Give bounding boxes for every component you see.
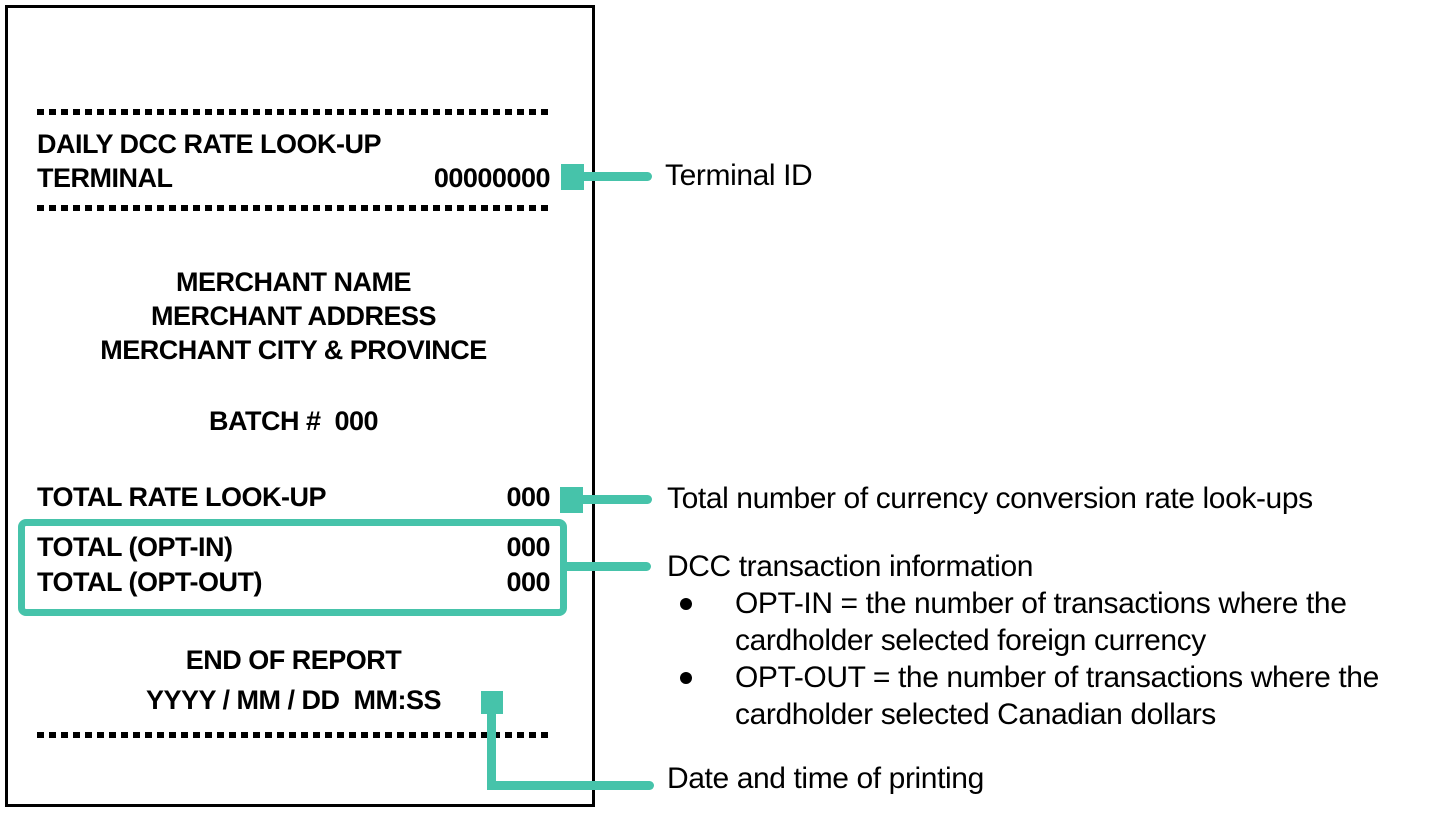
merchant-city-province: MERCHANT CITY & PROVINCE [100,335,487,365]
datetime-line: YYYY / MM / DD MM:SS [145,685,442,715]
terminal-row: TERMINAL 00000000 [37,163,551,193]
terminal-label: TERMINAL [37,163,173,193]
total-opt-in-row: TOTAL (OPT-IN) 000 [37,532,550,562]
merchant-name: MERCHANT NAME [176,267,411,297]
terminal-callout-line [582,172,652,181]
total-opt-out-row: TOTAL (OPT-OUT) 000 [37,567,550,597]
total-rate-lookup-value: 000 [506,482,550,512]
dcc-totals-highlight-box [18,519,567,616]
end-of-report-line: END OF REPORT [185,645,402,675]
dcc-box-callout-line [565,562,651,571]
opt-out-definition-line2: cardholder selected Canadian dollars [735,698,1216,731]
datetime-callout-line-horizontal [487,781,654,790]
datetime-callout-marker [481,691,503,714]
total-rate-lookup-label: TOTAL RATE LOOK-UP [37,482,327,512]
opt-in-definition-line1: OPT-IN = the number of transactions wher… [735,587,1347,620]
dcc-annotation-heading: DCC transaction information [667,550,1034,583]
rate-lookups-annotation: Total number of currency conversion rate… [667,482,1313,515]
batch-number-line: BATCH # 000 [208,406,379,436]
dashed-separator [37,205,550,211]
total-opt-out-label: TOTAL (OPT-OUT) [37,567,262,597]
opt-in-definition-line2: cardholder selected foreign currency [735,624,1206,657]
total-opt-out-value: 000 [506,567,550,597]
dcc-transaction-annotation: DCC transaction information OPT-IN = the… [667,549,1379,733]
terminal-id-annotation: Terminal ID [665,159,813,192]
terminal-callout-marker [561,164,584,190]
dcc-bullet-opt-in: OPT-IN = the number of transactions wher… [667,585,1379,659]
merchant-address: MERCHANT ADDRESS [150,301,437,331]
dashed-separator [37,109,550,115]
dcc-bullet-opt-out: OPT-OUT = the number of transactions whe… [667,659,1379,733]
terminal-id-value: 00000000 [433,163,551,193]
opt-out-definition-line1: OPT-OUT = the number of transactions whe… [735,661,1379,694]
total-opt-in-label: TOTAL (OPT-IN) [37,532,233,562]
rate-lookup-callout-line [582,495,652,504]
total-opt-in-value: 000 [506,532,550,562]
dashed-separator [37,732,550,738]
receipt-printout: DAILY DCC RATE LOOK-UP TERMINAL 00000000… [5,5,595,807]
datetime-annotation: Date and time of printing [667,762,984,795]
bullet-icon [680,598,692,610]
total-rate-lookup-row: TOTAL RATE LOOK-UP 000 [37,482,550,512]
bullet-icon [680,672,692,684]
datetime-callout-line-vertical [487,712,496,790]
rate-lookup-callout-marker [560,487,583,513]
report-title: DAILY DCC RATE LOOK-UP [37,129,382,159]
